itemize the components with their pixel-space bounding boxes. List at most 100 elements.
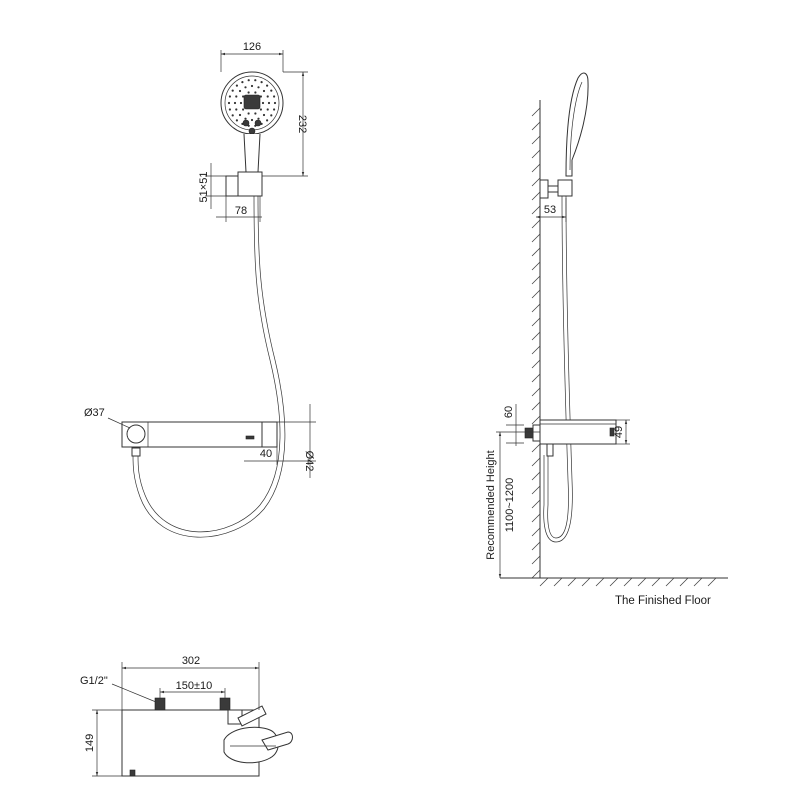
nozzle-dot: [244, 117, 247, 120]
hose-outer: [137, 195, 281, 533]
hatch-line: [531, 121, 541, 131]
nozzle-dot: [231, 89, 234, 92]
side-shower-contour: [569, 81, 583, 171]
hatch-line: [531, 135, 541, 145]
nozzle-dot: [262, 113, 266, 117]
side-wall-flange: [539, 179, 549, 199]
nozzle-dot: [238, 113, 242, 117]
hatch-line: [531, 233, 541, 243]
nozzle-dot: [250, 118, 254, 122]
nozzle-dot: [267, 101, 271, 105]
nozzle-dot: [238, 89, 242, 93]
nozzle-dot: [273, 101, 277, 105]
nozzle-dot: [266, 108, 269, 111]
nozzle-dot: [259, 108, 262, 111]
nozzle-dot: [261, 101, 265, 105]
hand-shower-handle: [243, 133, 261, 173]
mode-button-left: [242, 119, 250, 127]
nozzle-dot: [247, 112, 250, 115]
hatch-line: [651, 577, 661, 587]
side-hose-outer: [547, 195, 569, 539]
hatch-line: [531, 443, 541, 453]
inlet-left: [154, 697, 166, 711]
hatch-line: [531, 247, 541, 257]
front-view: 126 232 51×51 78 Ø37 40 Ø42: [84, 41, 316, 538]
hatch-line: [531, 331, 541, 341]
hatch-line: [531, 555, 541, 565]
control-knob: [126, 424, 146, 444]
hatch-line: [531, 177, 541, 187]
side-bracket-holder: [557, 179, 573, 197]
nozzle-dot: [260, 81, 263, 84]
bracket-offset-label: 78: [235, 205, 247, 217]
nozzle-dot: [270, 114, 273, 117]
nozzle-dot: [242, 108, 245, 111]
head-height-label: 232: [296, 115, 308, 133]
nozzle-dot: [239, 101, 243, 105]
recommended-height-title: Recommended Height: [485, 450, 497, 559]
nozzle-dot: [254, 79, 257, 82]
head-width-label: 126: [243, 41, 261, 53]
side-shower-head: [565, 72, 589, 177]
center-nozzle-block: [243, 94, 261, 110]
nozzle-dot: [244, 86, 247, 89]
nozzle-dot: [273, 108, 276, 111]
hatch-line: [531, 261, 541, 271]
nozzle-dot: [235, 84, 238, 87]
shelf-top-label: 60: [503, 406, 515, 418]
side-view: The Finished Floor 53 60 49: [485, 72, 728, 607]
nozzle-dot: [257, 86, 260, 89]
hose-connector: [131, 447, 141, 457]
hatch-line: [531, 527, 541, 537]
knob-diameter-label: Ø37: [84, 407, 105, 419]
bracket-size-label: 51×51: [198, 172, 210, 203]
hatch-line: [531, 541, 541, 551]
hatch-line: [539, 577, 549, 587]
hand-shower-head: [220, 71, 284, 135]
hatch-line: [553, 577, 563, 587]
nozzle-dot: [266, 84, 269, 87]
hatch-line: [637, 577, 647, 587]
side-hose-connector: [546, 443, 554, 457]
hatch-line: [531, 191, 541, 201]
nozzle-dot: [257, 117, 260, 120]
side-hose-inner: [543, 195, 573, 543]
hatch-line: [531, 373, 541, 383]
hatch-line: [531, 289, 541, 299]
bottom-shower-handle: [261, 731, 293, 751]
shelf-height-label: 49: [613, 426, 625, 438]
inlet-spacing-label: 150±10: [176, 680, 213, 692]
hatch-line: [531, 499, 541, 509]
hatch-line: [623, 577, 633, 587]
hose-inner: [132, 195, 286, 538]
hatch-line: [531, 387, 541, 397]
wall-offset-label: 53: [544, 204, 556, 216]
hatch-line: [567, 577, 577, 587]
leader-line-thread: [111, 683, 157, 703]
floor-hatching: [539, 577, 717, 587]
nozzle-dot: [235, 95, 238, 98]
nozzle-dot: [227, 101, 231, 105]
nozzle-dot: [235, 108, 238, 111]
hatch-line: [531, 317, 541, 327]
nozzle-dot: [262, 89, 266, 93]
nozzle-dot: [259, 95, 262, 98]
side-inlet-connector: [524, 427, 534, 439]
hatch-line: [707, 577, 717, 587]
recommended-height-value: 1100~1200: [504, 478, 516, 533]
side-inlet-nut: [532, 424, 541, 442]
outlet-offset-label: 40: [260, 448, 272, 460]
mode-button-right: [254, 119, 262, 127]
inlet-right: [219, 697, 231, 711]
nozzle-dot: [266, 95, 269, 98]
nozzle-dot: [250, 84, 254, 88]
hatch-line: [531, 513, 541, 523]
hatch-line: [693, 577, 703, 587]
thread-label: G1/2": [80, 675, 108, 687]
hatch-line: [531, 107, 541, 117]
nozzle-dot: [235, 119, 238, 122]
nozzle-dot: [228, 108, 231, 111]
hatch-line: [531, 163, 541, 173]
hatch-line: [531, 485, 541, 495]
